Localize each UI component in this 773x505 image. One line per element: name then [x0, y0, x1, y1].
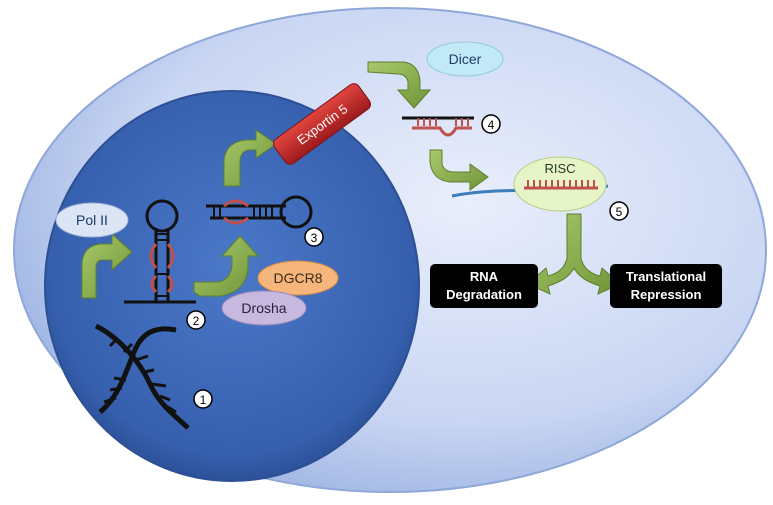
pol2-label: Pol II — [76, 212, 108, 228]
svg-text:5: 5 — [616, 205, 623, 219]
drosha-label: Drosha — [241, 300, 286, 316]
translational-repression-label-line2: Repression — [631, 287, 702, 302]
arrow-transcription — [81, 232, 133, 299]
risc-complex — [513, 156, 607, 212]
pre-mirna-hairpin-icon — [206, 195, 313, 229]
svg-text:4: 4 — [488, 118, 495, 132]
dicer-enzyme — [426, 41, 504, 77]
rna-degradation-label-line2: Degradation — [446, 287, 522, 302]
translational-repression-label-line1: Translational — [626, 269, 706, 284]
risc-label: RISC — [544, 161, 575, 176]
arrow-drosha-processing — [193, 235, 260, 297]
dgcr8-protein — [257, 260, 339, 296]
arrow-export — [223, 129, 277, 187]
arrow-dicer-processing — [367, 61, 432, 109]
drosha-protein — [221, 290, 307, 326]
rna-degradation-label-line1: RNA — [470, 269, 499, 284]
dgcr8-label: DGCR8 — [273, 270, 322, 286]
pri-mirna-hairpin-icon — [124, 199, 196, 304]
dna-helix-icon — [94, 323, 190, 430]
risc-bound-mirna-icon — [524, 180, 598, 190]
pol2-enzyme — [55, 202, 129, 238]
arrow-outcome-split — [527, 213, 621, 295]
svg-text:1: 1 — [200, 393, 207, 407]
step-4-marker: 4 — [481, 114, 501, 134]
dicer-label: Dicer — [449, 51, 482, 67]
svg-text:3: 3 — [311, 231, 318, 245]
svg-text:2: 2 — [193, 314, 200, 328]
step-3-marker: 3 — [304, 227, 324, 247]
rna-degradation-box: RNA Degradation — [430, 264, 538, 308]
arrow-risc-loading — [429, 149, 489, 191]
translational-repression-box: Translational Repression — [610, 264, 722, 308]
step-1-marker: 1 — [193, 389, 213, 409]
step-2-marker: 2 — [186, 310, 206, 330]
mirna-duplex-icon — [402, 116, 474, 137]
step-5-marker: 5 — [609, 201, 629, 221]
